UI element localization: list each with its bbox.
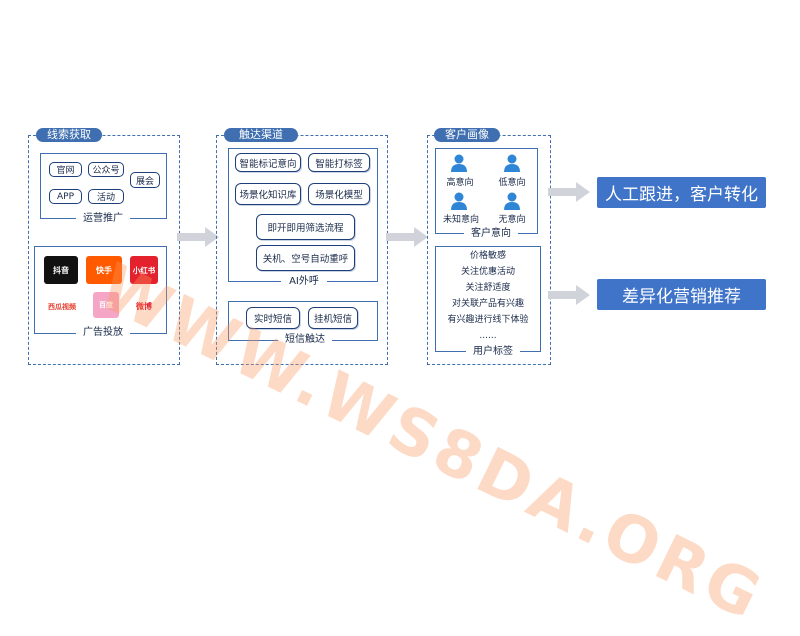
douyin-label: 抖音 xyxy=(53,265,69,275)
user-icon xyxy=(451,154,467,172)
ai-item-auto-redial: 关机、空号自动重呼 xyxy=(256,245,355,271)
arrow-right-icon xyxy=(548,285,590,305)
xigua-label: 西瓜视频 xyxy=(48,303,76,311)
xiaohongshu-label: 小红书 xyxy=(132,265,156,275)
ai-item-filter-flow: 即开即用筛选流程 xyxy=(256,214,355,240)
tag-promotions: 关注优惠活动 xyxy=(460,267,515,277)
tag-related-products: 对关联产品有兴趣 xyxy=(451,299,524,309)
intent-box xyxy=(435,148,538,234)
kuaishou-logo: 快手 xyxy=(86,256,122,284)
ai-item-knowledge-base: 场景化知识库 xyxy=(235,183,301,205)
ai-item-smart-tagging: 智能打标签 xyxy=(308,153,370,172)
tag-price-sensitive: 价格敏感 xyxy=(469,251,506,261)
kuaishou-label: 快手 xyxy=(96,265,112,275)
ads-caption: 广告投放 xyxy=(76,327,130,339)
arrow-right-icon xyxy=(548,182,590,202)
intent-caption: 客户意向 xyxy=(464,228,518,240)
xiaohongshu-logo: 小红书 xyxy=(130,256,158,284)
operations-item-event: 活动 xyxy=(88,189,124,204)
tag-comfort: 关注舒适度 xyxy=(465,283,511,293)
tags-box xyxy=(435,246,541,352)
baidu-logo: 百度 xyxy=(93,292,119,318)
ai-item-scene-model: 场景化模型 xyxy=(308,183,370,205)
tag-ellipsis: ...... xyxy=(479,331,497,341)
arrow-right-icon xyxy=(386,227,428,247)
user-icon xyxy=(451,192,467,210)
arrow-right-icon xyxy=(177,227,219,247)
leads-panel xyxy=(28,135,180,365)
operations-item-exhibition: 展会 xyxy=(130,172,160,188)
tags-caption: 用户标签 xyxy=(466,346,520,358)
sms-caption: 短信触达 xyxy=(278,334,332,346)
user-icon xyxy=(504,192,520,210)
ai-call-caption: AI外呼 xyxy=(281,276,327,288)
leads-panel-title: 线索获取 xyxy=(36,128,102,142)
baidu-label: 百度 xyxy=(99,301,113,309)
reach-panel xyxy=(216,135,388,365)
intent-unknown-label: 未知意向 xyxy=(442,215,479,225)
weibo-label: 微博 xyxy=(136,301,152,311)
operations-item-official-account: 公众号 xyxy=(88,162,124,177)
operations-item-app: APP xyxy=(49,189,82,204)
user-icon xyxy=(504,154,520,172)
sms-item-realtime: 实时短信 xyxy=(246,307,300,329)
result-follow-up: 人工跟进，客户转化 xyxy=(597,177,766,208)
intent-high-label: 高意向 xyxy=(446,178,474,188)
result-marketing: 差异化营销推荐 xyxy=(597,279,766,310)
tag-offline-experience: 有兴趣进行线下体验 xyxy=(447,315,529,325)
xigua-logo: 西瓜视频 xyxy=(44,296,80,318)
weibo-logo: 微博 xyxy=(128,296,160,316)
reach-panel-title: 触达渠道 xyxy=(224,128,298,142)
douyin-logo: 抖音 xyxy=(44,256,78,284)
profile-panel-title: 客户画像 xyxy=(434,128,500,142)
ai-item-intent-marking: 智能标记意向 xyxy=(235,153,301,172)
sms-item-hangup: 挂机短信 xyxy=(308,307,358,329)
operations-caption: 运营推广 xyxy=(76,213,130,225)
intent-none-label: 无意向 xyxy=(498,215,526,225)
operations-item-website: 官网 xyxy=(49,162,82,177)
intent-low-label: 低意向 xyxy=(498,178,526,188)
